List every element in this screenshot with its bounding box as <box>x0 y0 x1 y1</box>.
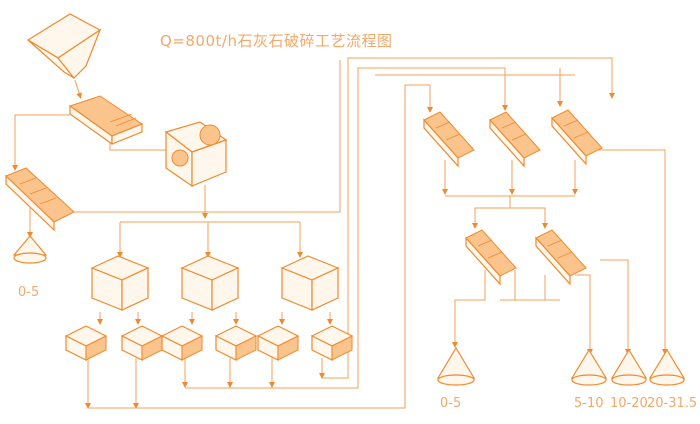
impact-crusher-3 <box>160 325 204 361</box>
vibrating-screen-4 <box>465 229 517 286</box>
product-cone-10-20 <box>610 348 648 386</box>
impact-crusher-5 <box>256 325 300 361</box>
product-label-10-20: 10-20 <box>610 396 648 411</box>
buffer-silo-1 <box>90 255 150 311</box>
feed-hopper <box>26 13 102 79</box>
impact-crusher-2 <box>120 325 164 361</box>
product-label-0-5-left: 0-5 <box>18 285 40 300</box>
vibrating-screen-2 <box>489 111 541 168</box>
impact-crusher-4 <box>214 325 258 361</box>
product-label-0-5-right: 0-5 <box>440 396 462 411</box>
buffer-silo-3 <box>280 255 340 311</box>
impact-crusher-1 <box>64 325 108 361</box>
product-label-5-10: 5-10 <box>574 396 604 411</box>
product-cone-0-5-right <box>436 346 476 386</box>
flow-lines <box>12 57 668 409</box>
vibrating-screen-3 <box>551 109 603 166</box>
primary-screen <box>5 167 75 232</box>
product-label-20-31-5: 20-31.5 <box>647 396 698 411</box>
product-cone-20-31-5 <box>648 348 686 386</box>
vibrating-screen-5 <box>535 229 587 286</box>
vibrating-feeder <box>68 95 144 146</box>
product-cone-0-5-left <box>12 235 48 264</box>
vibrating-screen-1 <box>423 111 475 168</box>
buffer-silo-2 <box>180 255 240 311</box>
diagram-title: Q=800t/h石灰石破碎工艺流程图 <box>160 32 393 50</box>
jaw-crusher <box>164 121 228 188</box>
impact-crusher-6 <box>310 325 354 361</box>
product-cone-5-10 <box>570 348 608 386</box>
